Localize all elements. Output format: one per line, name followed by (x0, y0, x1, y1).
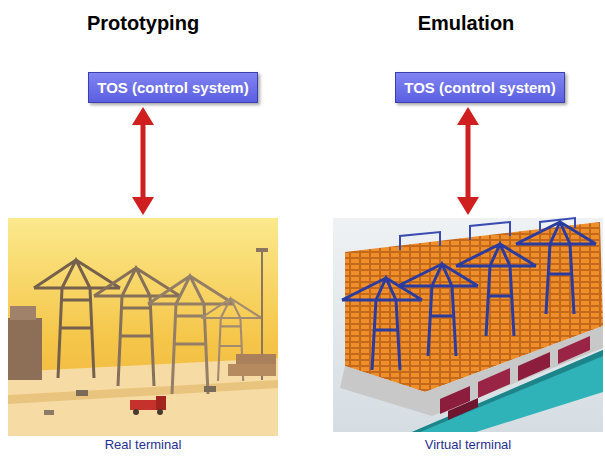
column-title: Emulation (418, 12, 515, 35)
control-system-box: TOS (control system) (395, 72, 565, 103)
terminal-caption: Virtual terminal (422, 437, 514, 452)
double-arrow (132, 107, 154, 215)
crane (456, 244, 536, 336)
crane (148, 276, 234, 394)
column-title: Prototyping (87, 12, 199, 35)
box-label: TOS (control system) (404, 79, 555, 96)
terminal-panel: Virtual terminal (333, 218, 603, 454)
crane (398, 264, 478, 356)
crane (516, 222, 596, 314)
crane (342, 278, 422, 370)
terminal-caption: Real terminal (102, 437, 185, 452)
control-system-box: TOS (control system) (88, 72, 258, 103)
arrow-head (132, 107, 154, 125)
crane (34, 260, 120, 378)
terminal-panel: Real terminal (8, 218, 278, 454)
arrow-head (457, 107, 479, 125)
arrow-shaft (141, 124, 146, 198)
arrow-head (132, 197, 154, 215)
arrow-head (457, 197, 479, 215)
virtual-terminal-render (333, 218, 603, 432)
crane (94, 268, 180, 386)
real-terminal-photo (8, 218, 278, 436)
box-label: TOS (control system) (97, 79, 248, 96)
double-arrow (457, 107, 479, 215)
arrow-shaft (466, 124, 471, 198)
